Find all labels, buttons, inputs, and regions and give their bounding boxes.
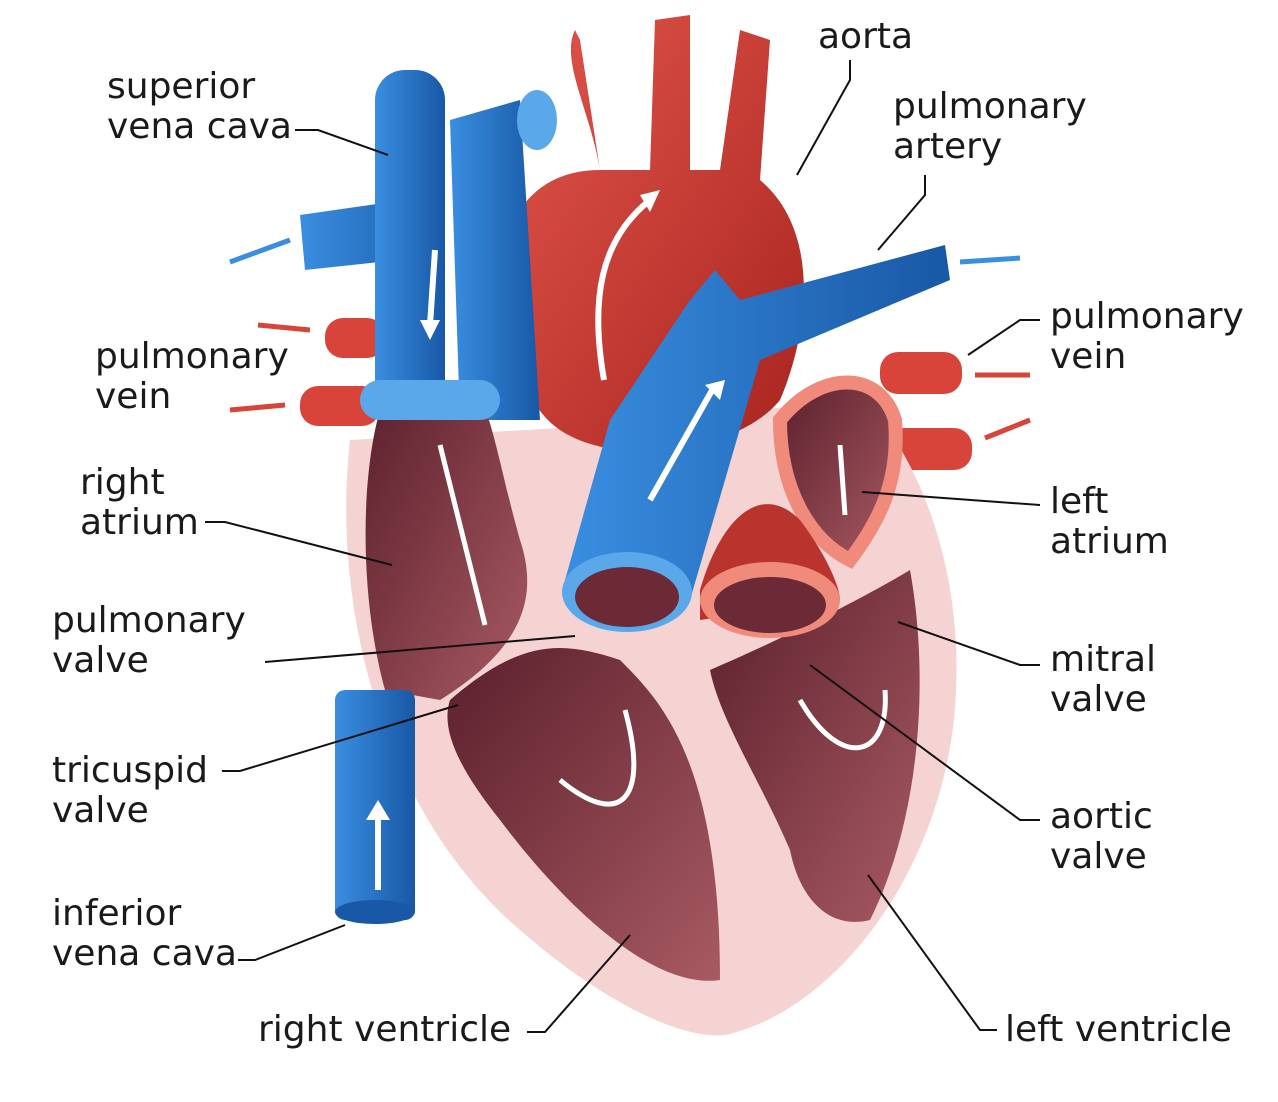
right-ventricle-chamber	[447, 648, 720, 981]
label-superior-vena-cava: superior vena cava	[107, 66, 292, 147]
superior-vena-cava-shape	[300, 70, 557, 430]
left-ventricle-chamber	[710, 570, 920, 922]
label-tricuspid-valve: tricuspid valve	[52, 750, 208, 831]
leader-lines	[205, 60, 1041, 1033]
pulmonary-vein-left-shapes	[300, 318, 385, 426]
label-right-ventricle: right ventricle	[258, 1009, 512, 1050]
label-pulmonary-artery: pulmonary artery	[893, 86, 1087, 167]
label-aorta: aorta	[818, 16, 914, 57]
label-left-ventricle: left ventricle	[1005, 1009, 1232, 1050]
label-pulmonary-vein-right: pulmonary vein	[1050, 296, 1244, 377]
flow-arrows	[229, 237, 1031, 807]
label-pulmonary-valve: pulmonary valve	[52, 600, 246, 681]
label-left-atrium: left atrium	[1050, 481, 1169, 562]
right-atrium-chamber	[365, 380, 528, 700]
label-inferior-vena-cava: inferior vena cava	[52, 893, 237, 974]
label-pulmonary-vein-left: pulmonary vein	[95, 336, 289, 417]
label-mitral-valve: mitral valve	[1050, 639, 1157, 720]
left-atrium-chamber	[772, 375, 903, 569]
label-aortic-valve: aortic valve	[1050, 796, 1153, 877]
inferior-vena-cava-shape	[335, 690, 415, 924]
label-right-atrium: right atrium	[80, 462, 199, 543]
pulmonary-artery-shape	[562, 245, 950, 638]
